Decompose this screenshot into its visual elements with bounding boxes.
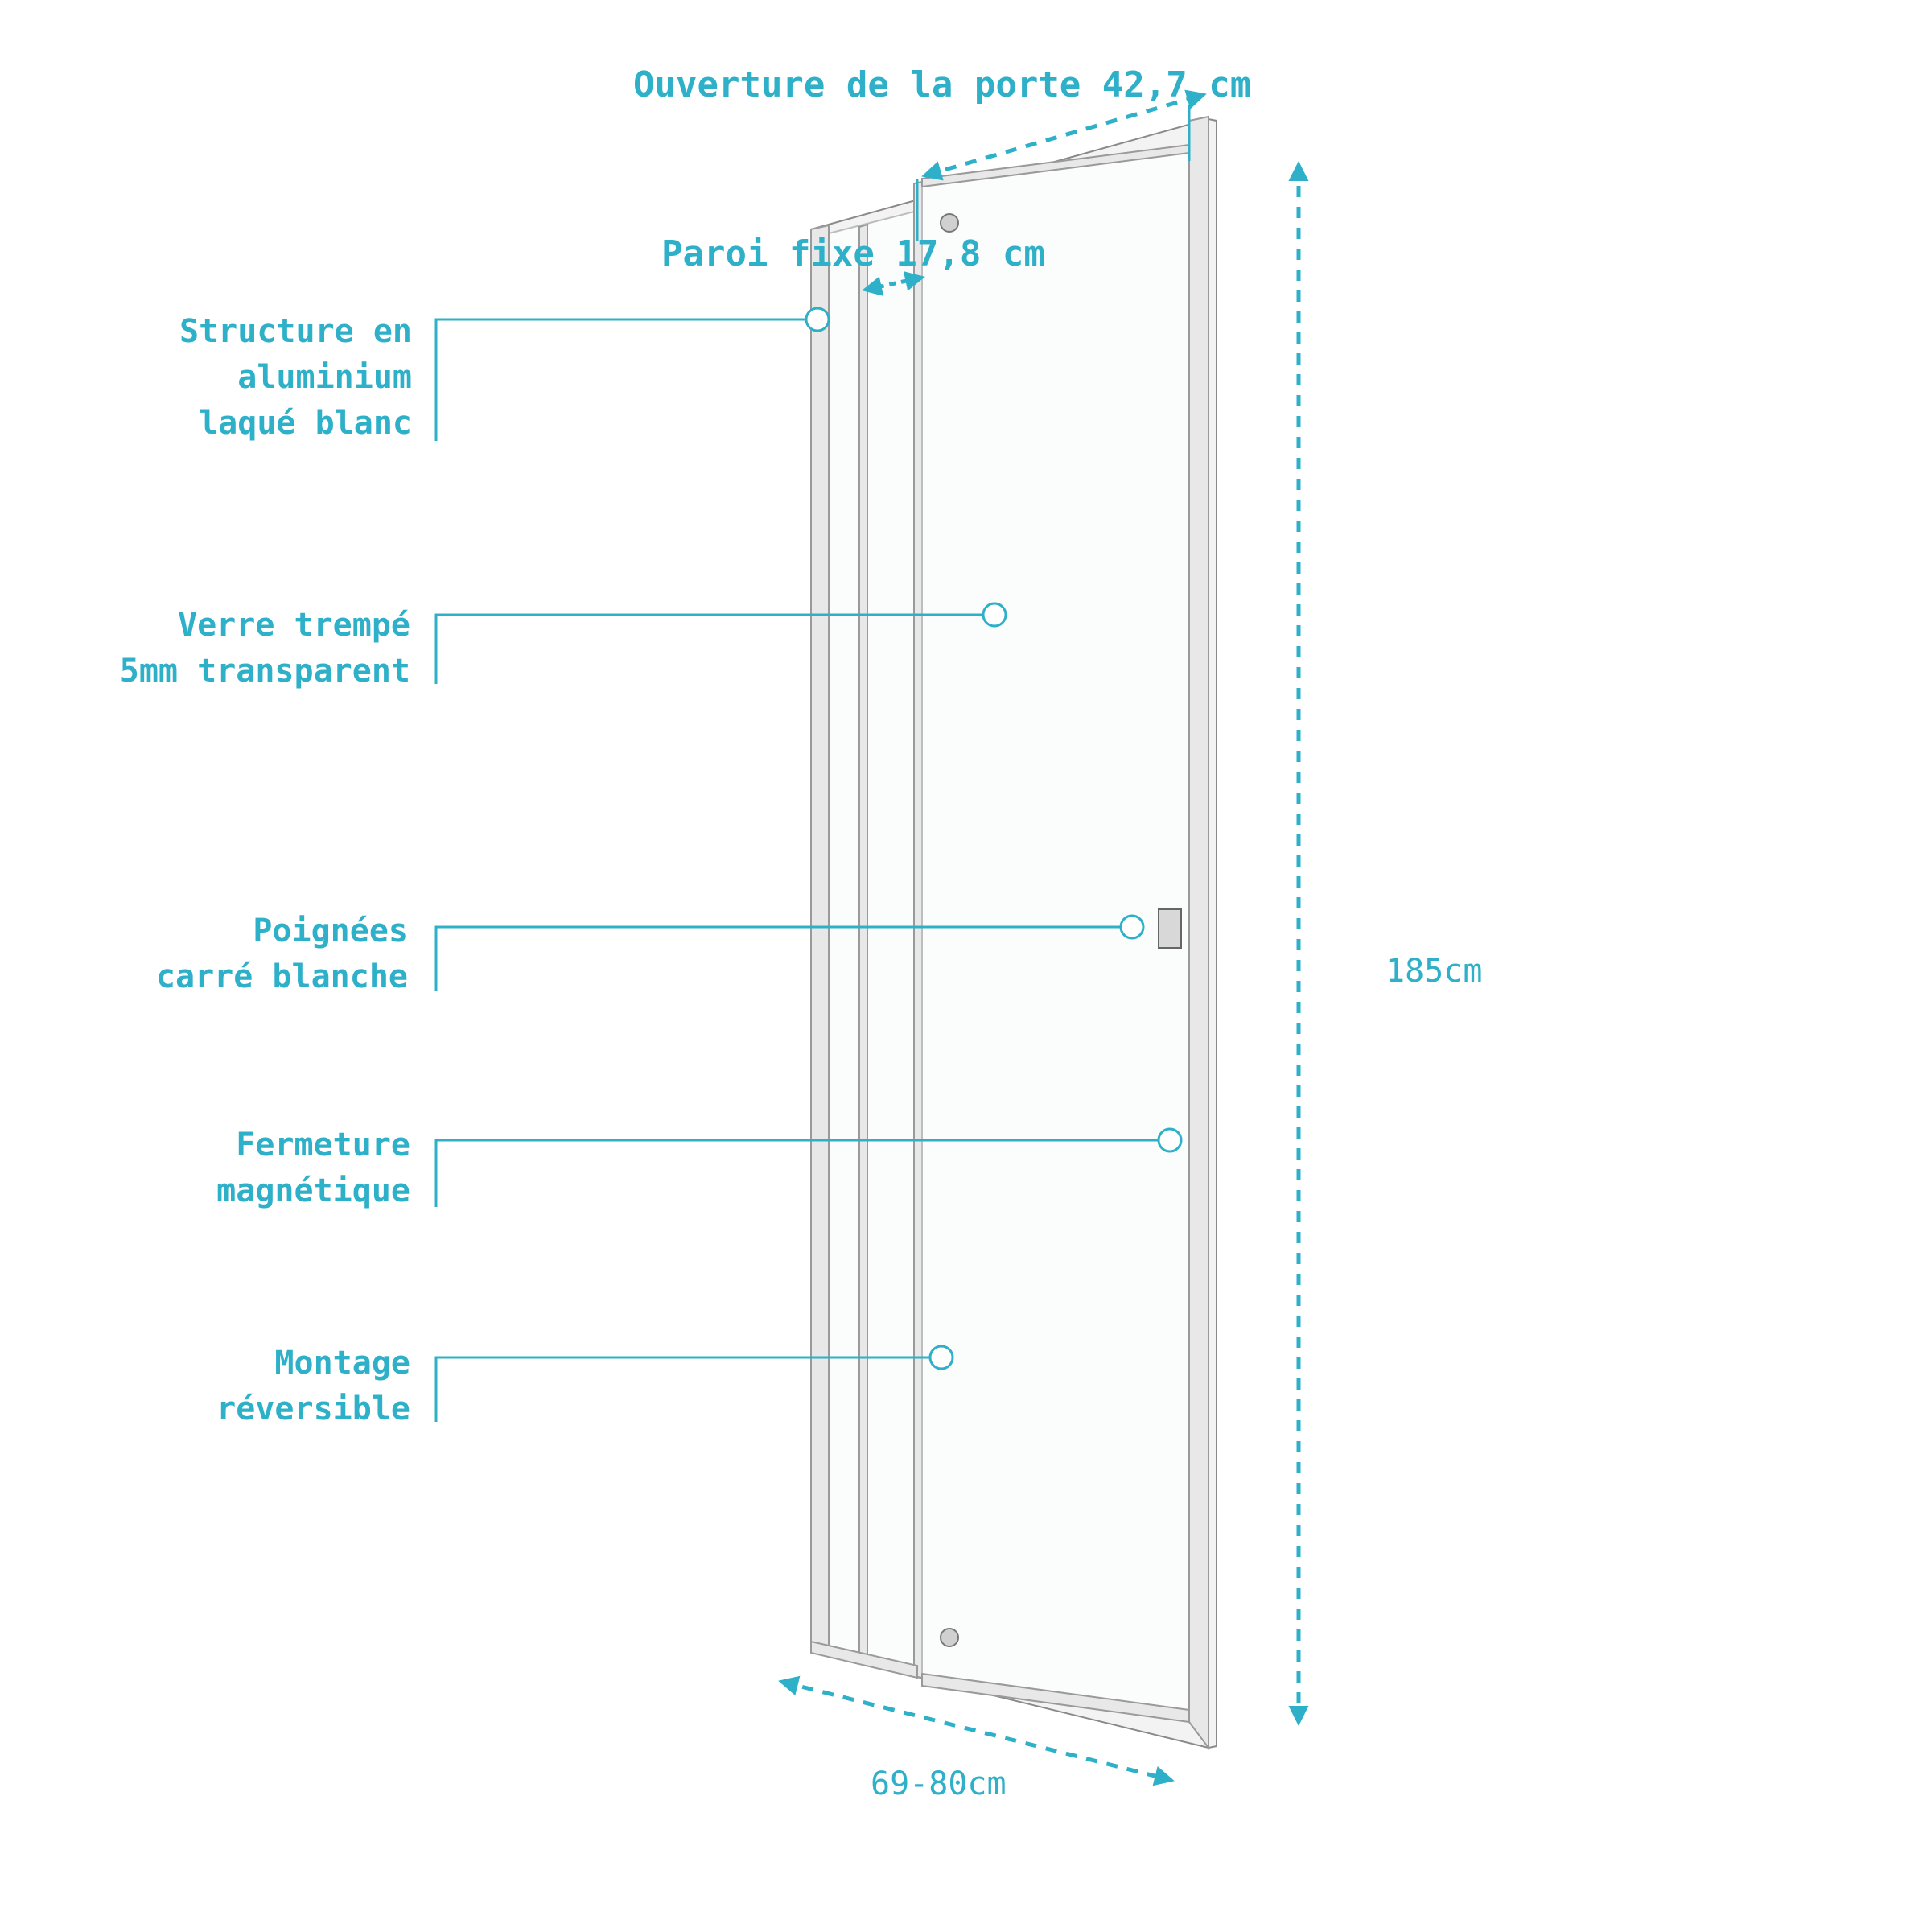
- callout-handle: Poignées carré blanche: [156, 912, 1145, 995]
- callout-label-line: laqué blanc: [199, 405, 412, 442]
- wall-profile: [810, 224, 830, 1653]
- fixed-panel-dimension: Paroi fixe 17,8 cm: [661, 233, 1045, 296]
- callout-label-line: magnétique: [216, 1172, 410, 1209]
- callout-label-line: réversible: [216, 1390, 410, 1427]
- callout-dot: [1157, 1127, 1183, 1153]
- callout-structure: Structure en aluminium laqué blanc: [179, 307, 830, 442]
- fixed-panel-glass: [828, 209, 918, 1671]
- width-dimension: 69-80cm: [778, 1675, 1175, 1802]
- shower-door-illustration: [810, 115, 1217, 1750]
- handle-icon: [1158, 908, 1182, 949]
- callout-dot: [982, 602, 1007, 628]
- height-label: 185cm: [1385, 953, 1482, 990]
- callout-label-line: Fermeture: [236, 1127, 410, 1164]
- callout-glass: Verre trempé 5mm transparent: [120, 602, 1007, 690]
- callout-label-line: Verre trempé: [178, 607, 410, 644]
- door-opening-label: Ouverture de la porte 42,7 cm: [633, 64, 1251, 105]
- bottom-hinge-icon: [940, 1628, 959, 1647]
- callout-label-line: carré blanche: [156, 958, 408, 995]
- right-stile: [1188, 115, 1209, 1750]
- callout-closure: Fermeture magnétique: [216, 1127, 1183, 1209]
- callout-label-line: 5mm transparent: [120, 653, 410, 690]
- fixed-panel-label: Paroi fixe 17,8 cm: [661, 233, 1045, 274]
- middle-profile: [858, 223, 868, 1659]
- door-glass: [921, 148, 1190, 1716]
- height-dimension: 185cm: [1288, 161, 1482, 1726]
- door-opening-dimension: Ouverture de la porte 42,7 cm: [633, 64, 1251, 241]
- top-hinge-icon: [940, 213, 959, 233]
- callout-dot: [1119, 914, 1145, 940]
- callout-mounting: Montage réversible: [216, 1345, 954, 1427]
- callout-label-line: Montage: [274, 1345, 410, 1382]
- callout-dot: [928, 1345, 954, 1370]
- callout-label-line: aluminium: [237, 359, 412, 396]
- callout-label-line: Poignées: [253, 912, 408, 950]
- width-label: 69-80cm: [871, 1765, 1007, 1802]
- callout-dot: [805, 307, 830, 332]
- door-stile: [913, 180, 923, 1679]
- callout-label-line: Structure en: [179, 313, 412, 350]
